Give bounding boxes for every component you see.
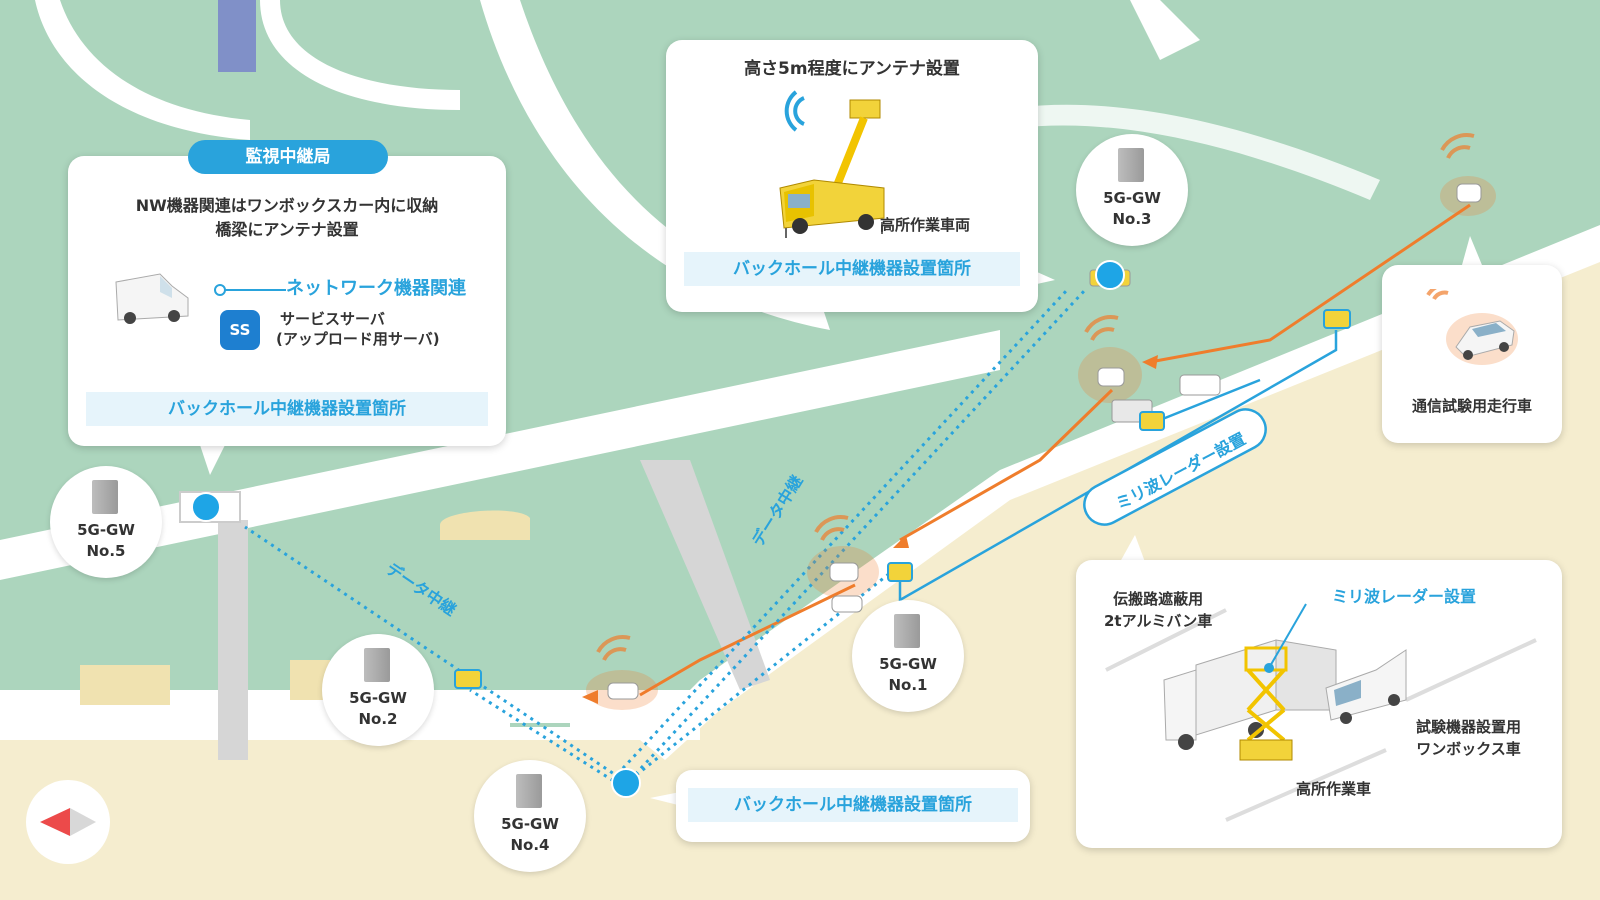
monitor-station-tag: 監視中継局 — [188, 140, 388, 174]
one-box-van-label: 試験機器設置用ワンボックス車 — [1416, 718, 1522, 758]
gateway-no2: 5G-GW No.2 — [322, 634, 434, 746]
gateway-icon — [894, 614, 920, 648]
monitor-backhaul-band: バックホール中継機器設置箇所 — [86, 392, 488, 426]
gateway-icon — [364, 648, 390, 682]
bottom-backhaul-band: バックホール中継機器設置箇所 — [688, 788, 1018, 822]
antenna-card: 高さ5m程度にアンテナ設置 高所作業車両 バックホール中継機器設置箇所 — [666, 40, 1038, 312]
test-vehicle-label: 通信試験用走行車 — [1411, 397, 1532, 415]
gateway-name: 5G-GW — [501, 815, 559, 833]
test-car-icon — [1426, 282, 1518, 369]
truck-icon — [1163, 639, 1337, 750]
van-icon — [1325, 649, 1407, 724]
gateway-icon — [1118, 148, 1144, 182]
server-line2: (アップロード用サーバ) — [276, 330, 440, 348]
monitor-line2: 橋梁にアンテナ設置 — [215, 220, 359, 239]
main-road — [640, 225, 1600, 760]
gateway-dot — [179, 260, 1125, 798]
monitor-station-card: NW機器関連はワンボックスカー内に収納 橋梁にアンテナ設置 ネットワーク機器関連… — [68, 156, 506, 446]
upper-road — [0, 330, 1000, 580]
antenna-title: 高さ5m程度にアンテナ設置 — [744, 59, 960, 79]
route-lines — [639, 203, 1471, 697]
gateway-no3: 5G-GW No.3 — [1076, 134, 1188, 246]
scissor-lift-icon — [1239, 603, 1307, 761]
wifi-icon — [596, 133, 1475, 661]
monitor-line1: NW機器関連はワンボックスカー内に収納 — [135, 196, 439, 215]
equipment-radar-label: ミリ波レーダー設置 — [1332, 587, 1477, 606]
bottom-backhaul-card: バックホール中継機器設置箇所 — [676, 770, 1030, 842]
connector-stroke — [224, 289, 286, 291]
gateway-icon — [516, 774, 542, 808]
gateway-name: 5G-GW — [879, 655, 937, 673]
gateway-no4: 5G-GW No.4 — [474, 760, 586, 872]
equipment-illustration — [1105, 603, 1537, 822]
gateway-name: 5G-GW — [349, 689, 407, 707]
gateway-name: 5G-GW — [77, 521, 135, 539]
gateway-no: No.4 — [510, 836, 550, 854]
test-vehicle-card: 通信試験用走行車 — [1382, 265, 1562, 443]
gateway-no5: 5G-GW No.5 — [50, 466, 162, 578]
crane-truck-icon — [774, 88, 914, 238]
gateway-no1: 5G-GW No.1 — [852, 600, 964, 712]
gateway-name: 5G-GW — [1103, 189, 1161, 207]
data-relay-lines — [244, 288, 1087, 787]
server-line1: サービスサーバ — [280, 310, 385, 328]
vehicle-label: 高所作業車両 — [880, 216, 971, 234]
gateway-no: No.2 — [358, 710, 398, 728]
network-label: ネットワーク機器関連 — [286, 278, 466, 299]
radar-icon — [454, 309, 1351, 689]
server-icon: SS — [220, 310, 260, 350]
antenna-backhaul-band: バックホール中継機器設置箇所 — [684, 252, 1020, 286]
radar-label-frame — [1083, 408, 1267, 526]
van-icon — [110, 268, 192, 326]
lift-label: 高所作業車 — [1296, 780, 1372, 798]
gateway-no: No.5 — [86, 542, 126, 560]
gateway-icon — [92, 480, 118, 514]
gateway-no: No.3 — [1112, 210, 1152, 228]
gateway-no: No.1 — [888, 676, 928, 694]
